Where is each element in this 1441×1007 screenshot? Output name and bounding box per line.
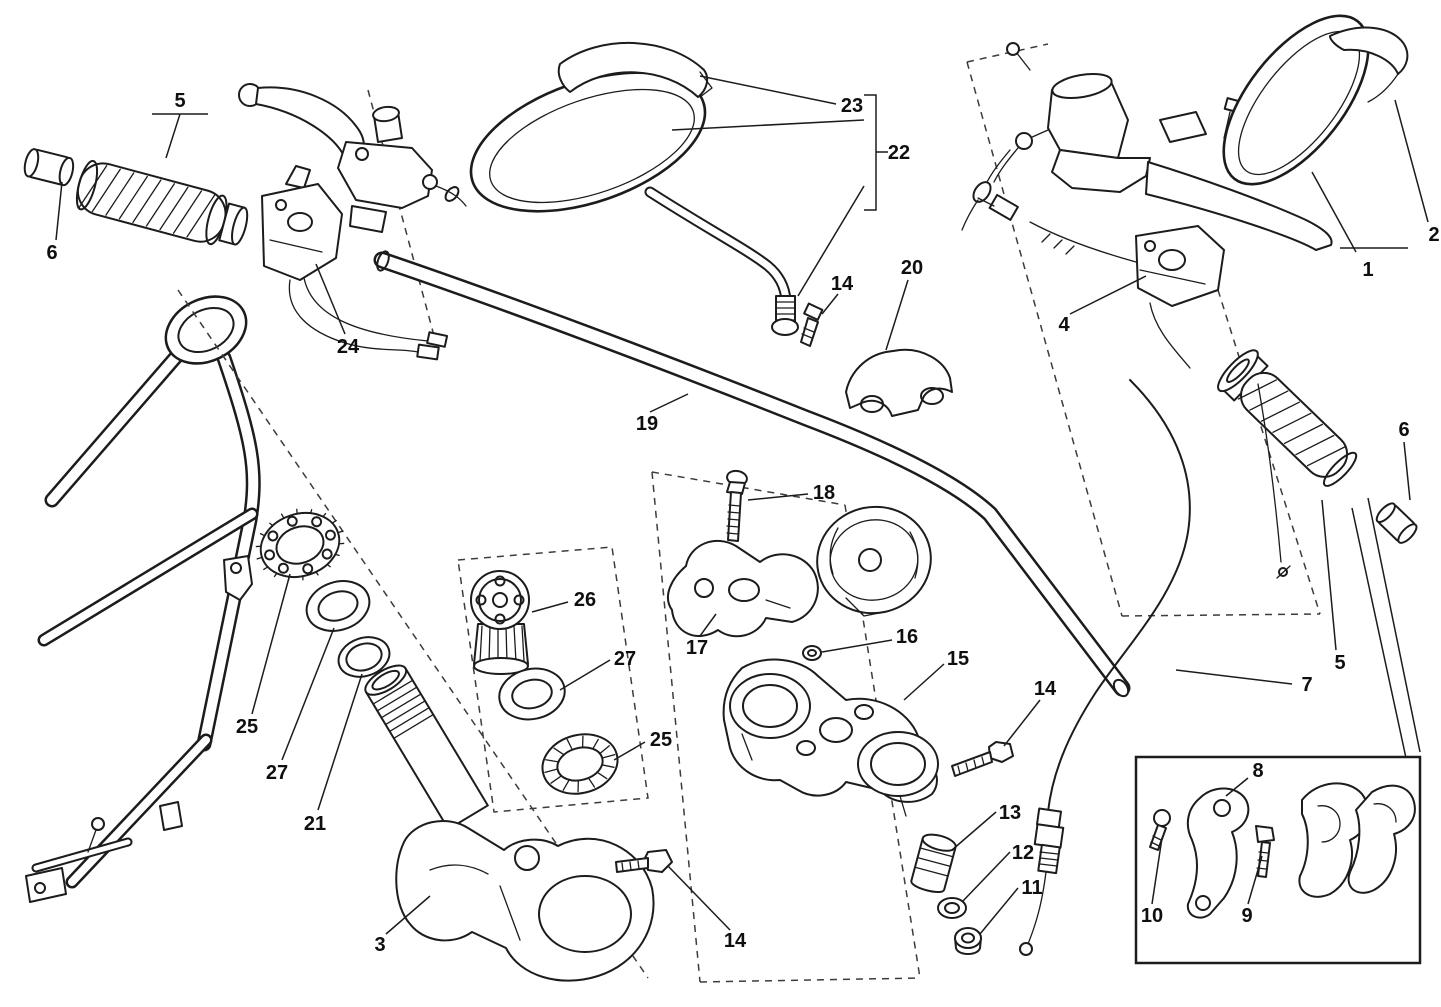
control-cable (1019, 379, 1191, 956)
frame-trellis (25, 295, 261, 903)
clutch-lever-assembly (238, 83, 467, 233)
callout-6-barend-left: 6 (46, 242, 57, 264)
callout-5-grip-left: 5 (174, 90, 185, 112)
bearing-25-left (255, 508, 345, 581)
callout-27-washer-left: 27 (266, 762, 288, 784)
steering-head-nut-26 (470, 570, 530, 675)
right-mirror-cover (1329, 26, 1409, 103)
callout-16-nut: 16 (896, 626, 918, 648)
callout-labels: 5 6 24 23 22 14 20 19 18 26 27 25 17 16 … (46, 90, 1439, 956)
seal-21 (337, 636, 391, 678)
callout-13-bushing: 13 (999, 802, 1021, 824)
callout-21-seal: 21 (304, 813, 326, 835)
callout-10-bolt: 10 (1141, 905, 1163, 927)
callout-23-mirror-cover: 23 (841, 95, 863, 117)
callout-8-clamp-arm: 8 (1252, 760, 1263, 782)
bolt-14-clamp (951, 741, 1014, 777)
left-switchgear (261, 165, 449, 361)
handlebar-clamp (845, 348, 953, 417)
bushing-13 (910, 833, 957, 894)
nut-11 (954, 927, 982, 955)
left-bar-end-weight (23, 148, 75, 187)
callout-4-switch-right: 4 (1058, 314, 1070, 336)
clamp-shell-upper (1298, 782, 1370, 898)
callout-11-nut: 11 (1021, 877, 1042, 899)
callout-6-barend-right: 6 (1398, 419, 1409, 441)
callout-12-washer: 12 (1012, 842, 1034, 864)
callout-25-bearing-left: 25 (236, 716, 258, 738)
left-mirror (469, 71, 799, 336)
bolt-18 (726, 469, 748, 542)
clamp-arm-8 (1186, 787, 1250, 919)
callout-15-triple-clamp: 15 (947, 648, 969, 670)
clamp-detail-inset (1134, 755, 1422, 965)
bolt-14-top (800, 302, 824, 347)
inset-border (1134, 755, 1422, 965)
right-bar-end-weight (1375, 502, 1418, 544)
bolt-14-bottom (615, 849, 673, 873)
washer-27-left (305, 580, 371, 632)
left-grip (75, 159, 249, 246)
leader-lines (55, 75, 1429, 935)
callout-2-cover-right: 2 (1428, 224, 1439, 246)
nut-16 (802, 645, 822, 661)
callout-26-steering-nut: 26 (574, 589, 596, 611)
callout-25-bearing-center: 25 (650, 729, 672, 751)
right-grip (1217, 349, 1358, 487)
callout-1-mirror-right: 1 (1362, 259, 1373, 281)
callout-9-bolt: 9 (1241, 905, 1252, 927)
callout-20-bar-clamp: 20 (901, 257, 923, 279)
callout-14-bolt-bottom: 14 (724, 930, 747, 952)
callout-14-bolt-clamp: 14 (1034, 678, 1057, 700)
callout-27-washer-center: 27 (614, 648, 636, 670)
bolt-9 (1255, 825, 1275, 878)
callout-7-cable: 7 (1301, 674, 1312, 696)
clamp-shell-lower (1347, 784, 1416, 894)
callout-17-riser: 17 (686, 637, 708, 659)
bolt-10 (1149, 809, 1171, 851)
washer-12 (937, 897, 967, 919)
ignition-mount-ring (816, 505, 932, 617)
callout-22-mirror: 22 (888, 142, 910, 164)
handlebar (373, 250, 1131, 698)
washer-27-center (498, 667, 566, 721)
callout-3-steering-stem: 3 (374, 934, 385, 956)
bearing-25-center (541, 733, 619, 795)
top-triple-clamp-15 (722, 658, 939, 817)
steering-stem (364, 664, 655, 982)
callout-14-bolt-top: 14 (831, 273, 854, 295)
handlebar-riser-17 (667, 539, 819, 638)
callout-24-switch-left: 24 (337, 336, 360, 358)
callout-18-bolt-riser: 18 (813, 482, 835, 504)
callout-19-handlebar: 19 (636, 413, 658, 435)
right-switchgear (977, 193, 1225, 369)
callout-5-grip-right: 5 (1334, 652, 1345, 674)
throttle-cable-end (1257, 383, 1291, 579)
